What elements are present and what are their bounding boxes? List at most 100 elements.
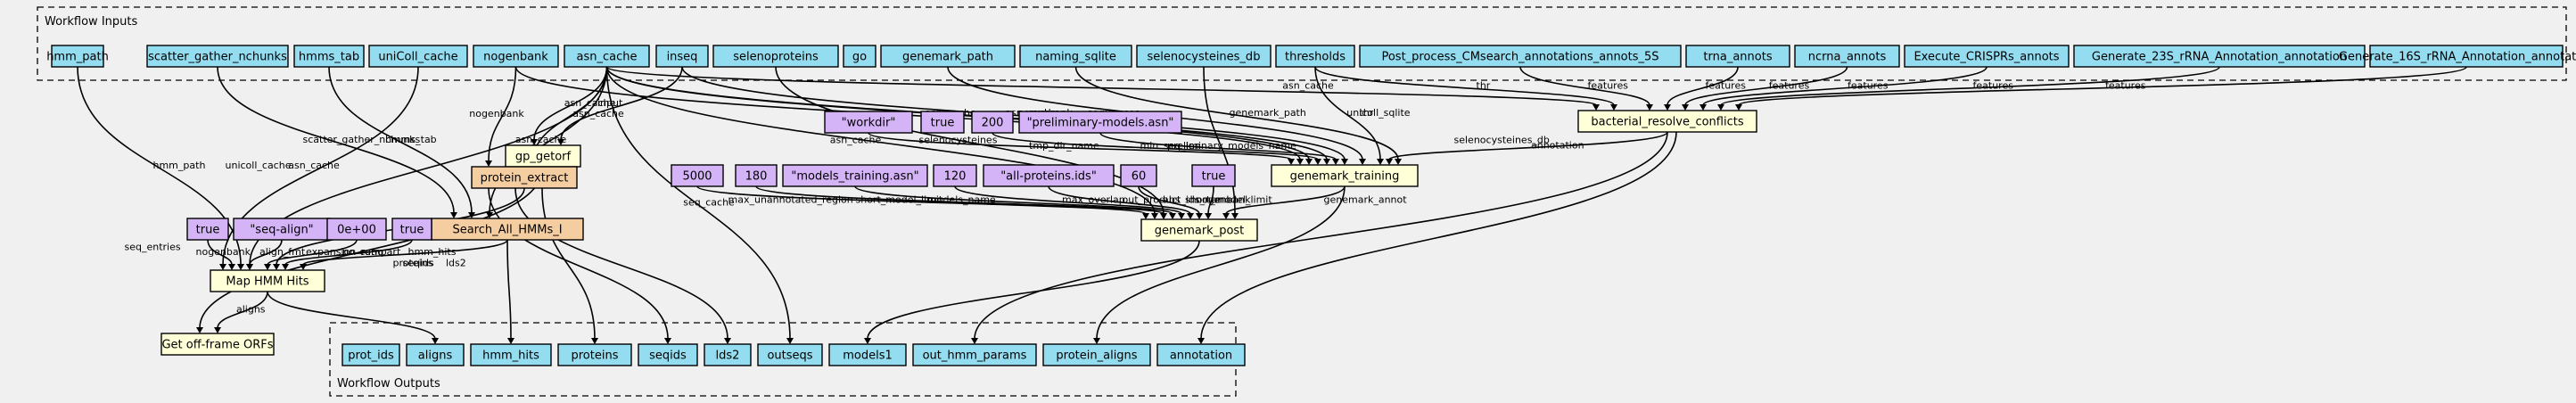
literal-lit-true1[interactable]: true xyxy=(920,111,965,134)
output-hmm-hits[interactable]: hmm_hits xyxy=(470,343,552,366)
edge-genemark_training-to-genemark_post xyxy=(1225,185,1346,215)
edge-label: preliminary_models_name xyxy=(1167,140,1296,152)
input-thresholds[interactable]: thresholds xyxy=(1275,45,1355,68)
literal-lit-true4[interactable]: true xyxy=(391,218,432,241)
node-label: 60 xyxy=(1132,170,1147,184)
edge-lit_120-to-genemark_post xyxy=(954,185,1182,215)
input-crispr[interactable]: Execute_CRISPRs_annots xyxy=(1904,45,2070,68)
edge-arrowhead xyxy=(273,264,280,270)
edge-arrowhead xyxy=(1646,104,1653,111)
literal-lit-seqalign[interactable]: "seq-align" xyxy=(233,218,331,241)
node-box xyxy=(1136,45,1272,68)
step-search-all-hmms[interactable]: Search_All_HMMs_I xyxy=(431,218,584,241)
node-label: Get off-frame ORFs xyxy=(161,339,273,352)
literal-lit-200[interactable]: 200 xyxy=(971,111,1014,134)
literal-lit-workdir[interactable]: "workdir" xyxy=(824,111,913,134)
literal-lit-60[interactable]: 60 xyxy=(1120,164,1157,187)
output-seqids[interactable]: seqids xyxy=(638,343,698,366)
literal-lit-allproteins[interactable]: "all-proteins.ids" xyxy=(983,164,1115,187)
node-label: seqids xyxy=(649,350,687,363)
step-get-offframe[interactable]: Get off-frame ORFs xyxy=(160,333,275,356)
edge-arrowhead xyxy=(1187,213,1194,219)
input-genemark-path[interactable]: genemark_path xyxy=(880,45,1016,68)
literal-lit-0e00[interactable]: 0e+00 xyxy=(326,218,387,241)
node-box xyxy=(293,45,365,68)
node-label: Map HMM Hits xyxy=(226,276,309,289)
literal-lit-prelim[interactable]: "preliminary-models.asn" xyxy=(1018,111,1182,134)
input-hmms-tab[interactable]: hmms_tab xyxy=(293,45,365,68)
edge-ncrna_annots-to-bacterial_resolve_conflicts xyxy=(1684,66,1848,106)
input-naming-sqlite[interactable]: naming_sqlite xyxy=(1019,45,1132,68)
node-box xyxy=(1191,164,1236,187)
step-bacterial-resolve-conflicts[interactable]: bacterial_resolve_conflicts xyxy=(1577,110,1757,133)
edge-asn_cache-to-outseqs xyxy=(605,66,791,340)
output-models1[interactable]: models1 xyxy=(828,343,907,366)
node-box xyxy=(880,45,1016,68)
output-lds2[interactable]: lds2 xyxy=(704,343,752,366)
edge-label: thr xyxy=(1360,107,1374,119)
node-label: true xyxy=(931,117,955,130)
step-map-hmm-hits[interactable]: Map HMM Hits xyxy=(210,269,325,292)
node-label: 180 xyxy=(745,170,768,184)
input-gen23s[interactable]: Generate_23S_rRNA_Annotation_annotation xyxy=(2073,45,2366,68)
edge-label: asn_cache xyxy=(515,134,567,145)
input-scatter-gather-nchunks[interactable]: scatter_gather_nchunks xyxy=(146,45,289,68)
node-box xyxy=(326,218,387,241)
input-trna-annots[interactable]: trna_annots xyxy=(1685,45,1790,68)
input-hmm-path[interactable]: hmm_path xyxy=(46,45,109,68)
node-box xyxy=(782,164,928,187)
output-proteins[interactable]: proteins xyxy=(557,343,632,366)
edge-label: seq_cache xyxy=(683,197,735,209)
edge-arrowhead xyxy=(1296,159,1304,165)
node-label: true xyxy=(400,224,424,237)
input-asn-cache[interactable]: asn_cache xyxy=(564,45,650,68)
literal-lit-true3[interactable]: true xyxy=(186,218,229,241)
input-uniColl-cache[interactable]: uniColl_cache xyxy=(368,45,468,68)
output-protein-aligns[interactable]: protein_aligns xyxy=(1042,343,1151,366)
edge-arrowhead xyxy=(1610,104,1617,111)
output-outseqs[interactable]: outseqs xyxy=(757,343,823,366)
node-label: protein_aligns xyxy=(1056,350,1137,363)
literal-lit-180[interactable]: 180 xyxy=(735,164,778,187)
step-genemark-post[interactable]: genemark_post xyxy=(1140,218,1258,242)
input-nogenbank[interactable]: nogenbank xyxy=(473,45,559,68)
edge-label: selenocysteines xyxy=(919,135,998,146)
output-prot-ids[interactable]: prot_ids xyxy=(342,343,400,366)
literal-lit-models-training[interactable]: "models_training.asn" xyxy=(782,164,928,187)
input-selenoproteins[interactable]: selenoproteins xyxy=(712,45,839,68)
input-go[interactable]: go xyxy=(843,45,876,68)
input-ncrna-annots[interactable]: ncrna_annots xyxy=(1794,45,1900,68)
node-box xyxy=(912,343,1037,366)
output-aligns[interactable]: aligns xyxy=(406,343,465,366)
step-gp-getorf[interactable]: gp_getorf xyxy=(505,144,581,168)
output-annotation[interactable]: annotation xyxy=(1156,343,1246,366)
literal-lit-true2[interactable]: true xyxy=(1191,164,1236,187)
literal-lit-5000[interactable]: 5000 xyxy=(671,164,724,187)
node-label: 5000 xyxy=(682,170,712,184)
step-protein-extract[interactable]: protein_extract xyxy=(471,166,578,189)
step-genemark-training[interactable]: genemark_training xyxy=(1271,164,1419,187)
node-label: gp_getorf xyxy=(515,151,572,164)
edge-search_all_hmms-to-map_hmm_hits xyxy=(302,239,508,266)
input-selenocysteines-db[interactable]: selenocysteines_db xyxy=(1136,45,1272,68)
edge-naming_sqlite-to-genemark_training xyxy=(1074,66,1399,160)
node-box xyxy=(920,111,965,134)
edge-label: asn_cache xyxy=(288,160,340,171)
input-post-process[interactable]: Post_process_CMsearch_annotations_annots… xyxy=(1359,45,1682,68)
edge-arrowhead xyxy=(1386,159,1393,165)
literal-lit-120[interactable]: 120 xyxy=(933,164,977,187)
edge-asn_cache-to-genemark_training xyxy=(605,66,1328,160)
edge-arrowhead xyxy=(282,264,289,270)
node-label: true xyxy=(196,224,220,237)
output-out-hmm-params[interactable]: out_hmm_params xyxy=(912,343,1037,366)
input-gen16s[interactable]: Generate_16S_rRNA_Annotation_annotation xyxy=(2339,45,2576,68)
edge-lit_0e00-to-map_hmm_hits xyxy=(267,239,358,266)
edge-thresholds-to-bacterial_resolve_conflicts xyxy=(1314,66,1615,106)
node-box xyxy=(2073,45,2366,68)
edge-lit_5000-to-genemark_post xyxy=(696,185,1147,215)
node-box xyxy=(1156,343,1246,366)
input-inseq[interactable]: inseq xyxy=(655,45,709,68)
node-box xyxy=(1359,45,1682,68)
